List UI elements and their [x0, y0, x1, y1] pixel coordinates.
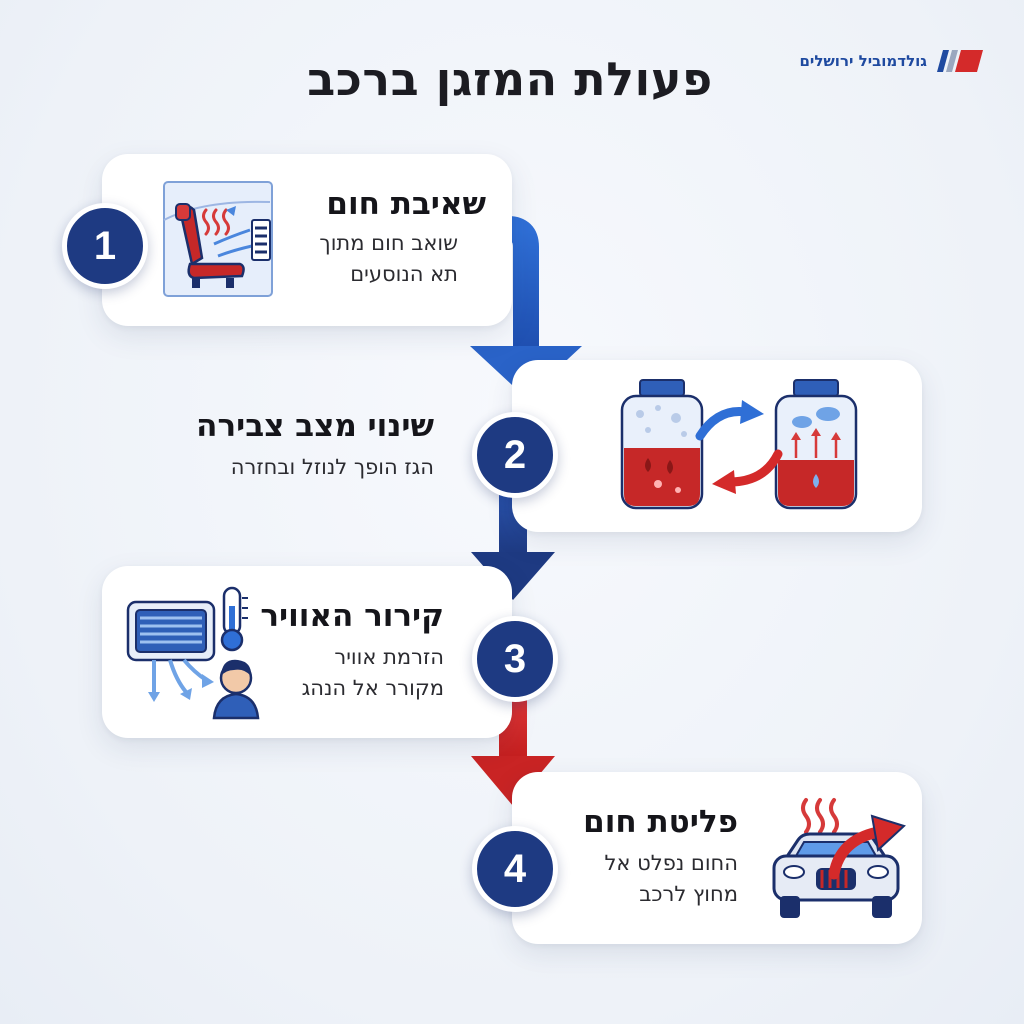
ac-vent-driver-icon [126, 586, 260, 720]
step-desc-1-line-1: שואב חום מתוך [319, 231, 458, 255]
step-badge-1: 1 [62, 203, 148, 289]
phase-change-jars-icon [620, 379, 858, 510]
step-desc-4-line-2: מחוץ לרכב [639, 882, 738, 906]
page-title: פעולת המזגן ברכב [307, 52, 713, 106]
step-badge-4: 4 [472, 826, 558, 912]
brand-name: גולדמוביל ירושלים [799, 52, 927, 70]
step-title-1: שאיבת חום [326, 186, 486, 222]
brand: גולדמוביל ירושלים [770, 44, 985, 78]
step-desc-2-line-1: הגז הופך לנוזל ובחזרה [230, 455, 434, 479]
step-desc-4: החום נפלט אל מחוץ לרכב [605, 848, 739, 910]
step-desc-3: הזרמת אוויר מקורר אל הנהג [302, 642, 444, 704]
step-title-4: פליטת חום [583, 804, 738, 840]
step-desc-2: הגז הופך לנוזל ובחזרה [231, 452, 434, 483]
step-title-2: שינוי מצב צבירה [196, 408, 434, 444]
step-desc-1: שואב חום מתוך תא הנוסעים [319, 228, 458, 290]
step-title-3: קירור האוויר [260, 598, 444, 634]
step-desc-3-line-1: הזרמת אוויר [334, 645, 444, 669]
brand-logo-icon [937, 50, 983, 72]
step-desc-4-line-1: החום נפלט אל [604, 851, 739, 875]
step-desc-3-line-2: מקורר אל הנהג [301, 676, 444, 700]
car-seat-heat-icon [163, 181, 273, 297]
car-heat-exhaust-icon [772, 798, 906, 918]
step-badge-3: 3 [472, 616, 558, 702]
step-badge-2: 2 [472, 412, 558, 498]
step-desc-1-line-2: תא הנוסעים [350, 262, 458, 286]
